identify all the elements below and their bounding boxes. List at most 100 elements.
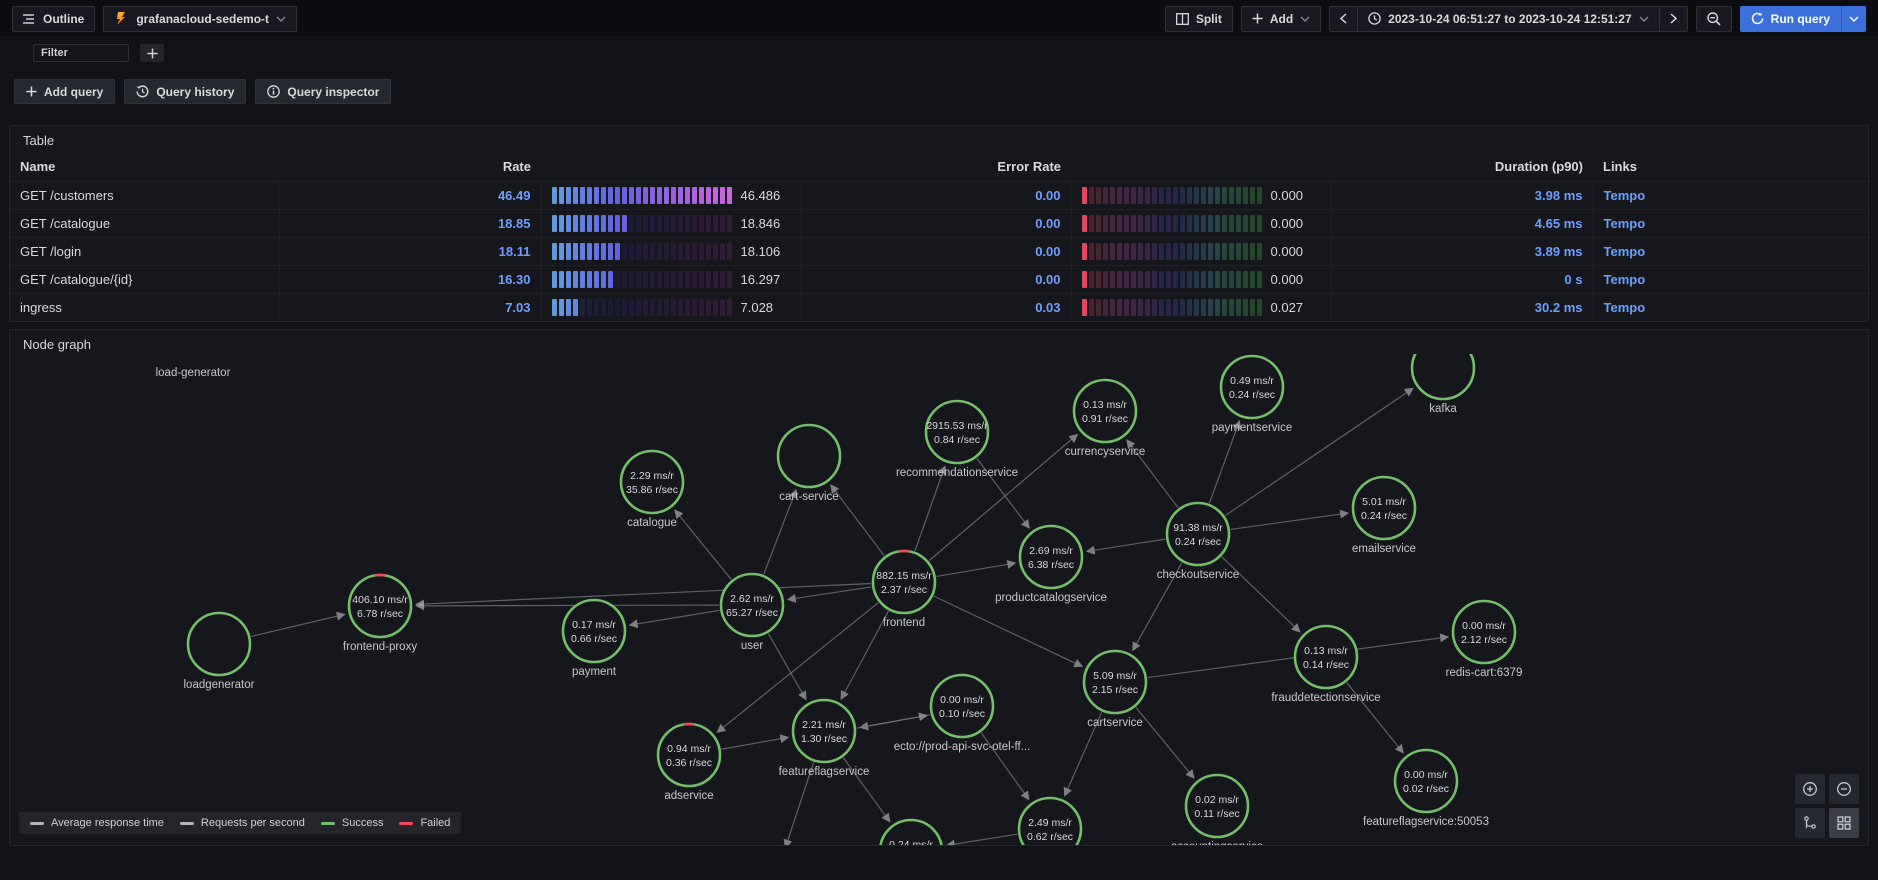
run-query-dropdown[interactable]	[1841, 5, 1866, 32]
graph-edge[interactable]	[936, 559, 1017, 578]
graph-edge[interactable]	[1230, 509, 1350, 531]
graph-edge[interactable]	[716, 602, 879, 733]
graph-edge[interactable]	[415, 582, 872, 609]
tempo-link[interactable]: Tempo	[1603, 187, 1646, 203]
graph-edge[interactable]	[856, 712, 928, 729]
graph-edge[interactable]	[1063, 711, 1103, 797]
add-filter-button[interactable]	[140, 44, 164, 62]
add-button[interactable]: Add	[1240, 5, 1322, 32]
graph-edge[interactable]	[415, 601, 720, 611]
graph-node-accountingservice[interactable]: 0.02 ms/r0.11 r/secaccountingservice	[1171, 773, 1263, 846]
graph-edge[interactable]	[980, 732, 1030, 801]
filter-input[interactable]: Filter	[33, 44, 129, 62]
graph-edge[interactable]	[1135, 707, 1195, 779]
graph-edge[interactable]	[628, 609, 720, 629]
query-inspector-button[interactable]: Query inspector	[255, 79, 392, 104]
duration-link[interactable]: 0 s	[1564, 271, 1583, 287]
graph-edge[interactable]	[830, 484, 885, 557]
error-rate-link[interactable]: 0.00	[1035, 215, 1061, 231]
graph-edge[interactable]	[250, 611, 346, 638]
rate-link[interactable]: 16.30	[497, 271, 531, 287]
error-rate-link[interactable]: 0.03	[1035, 299, 1061, 315]
error-rate-link[interactable]: 0.00	[1035, 243, 1061, 259]
datasource-picker[interactable]: grafanacloud-sedemo-t	[103, 5, 298, 32]
graph-edge[interactable]	[840, 610, 889, 700]
graph-grid-view-button[interactable]	[1829, 808, 1859, 838]
graph-edge[interactable]	[945, 833, 1018, 845]
graph-edge[interactable]	[1132, 562, 1183, 652]
tempo-link[interactable]: Tempo	[1603, 299, 1646, 315]
tempo-link[interactable]: Tempo	[1603, 215, 1646, 231]
add-query-button[interactable]: Add query	[14, 79, 116, 104]
tempo-link[interactable]: Tempo	[1603, 243, 1646, 259]
column-header-rate[interactable]: Rate	[502, 159, 531, 175]
time-back-button[interactable]	[1329, 5, 1359, 32]
error-rate-link[interactable]: 0.00	[1035, 187, 1061, 203]
graph-edge[interactable]	[767, 633, 807, 701]
graph-edge[interactable]	[1224, 387, 1414, 516]
graph-edge[interactable]	[674, 509, 732, 580]
graph-edge[interactable]	[721, 734, 790, 750]
graph-edge[interactable]	[763, 488, 798, 575]
column-header-duration[interactable]: Duration (p90)	[1494, 159, 1583, 175]
zoom-out-time-button[interactable]	[1695, 5, 1732, 32]
graph-node-n249[interactable]: 2.49 ms/r0.62 r/sec	[1017, 796, 1083, 846]
rate-link[interactable]: 7.03	[505, 299, 531, 315]
graph-node-ffs50053[interactable]: 0.00 ms/r0.02 r/secfeatureflagservice:50…	[1363, 748, 1489, 828]
graph-edge[interactable]	[1221, 556, 1301, 633]
query-history-button[interactable]: Query history	[124, 79, 247, 104]
graph-layout-button[interactable]	[1795, 808, 1825, 838]
graph-node-ecto[interactable]: 0.00 ms/r0.10 r/sececto://prod-api-svc-o…	[894, 673, 1031, 753]
graph-zoom-in-button[interactable]	[1795, 774, 1825, 804]
graph-edge[interactable]	[1346, 682, 1404, 754]
duration-link[interactable]: 30.2 ms	[1534, 299, 1583, 315]
graph-node-recommendationservice[interactable]: 2915.53 ms/r0.84 r/secrecommendationserv…	[896, 399, 1018, 479]
graph-edge[interactable]	[1126, 439, 1179, 509]
graph-node-cart-service[interactable]: cart-service	[776, 423, 842, 503]
graph-edge[interactable]	[1085, 538, 1166, 555]
rate-link[interactable]: 18.11	[498, 243, 531, 259]
column-header-name[interactable]: Name	[20, 159, 56, 175]
graph-edge[interactable]	[786, 586, 872, 603]
graph-zoom-out-button[interactable]	[1829, 774, 1859, 804]
rate-link[interactable]: 18.85	[497, 215, 531, 231]
graph-edge[interactable]	[783, 762, 815, 846]
run-query-button[interactable]: Run query	[1739, 5, 1866, 32]
duration-link[interactable]: 4.65 ms	[1534, 215, 1583, 231]
graph-edge[interactable]	[933, 595, 1084, 668]
graph-edge[interactable]	[914, 465, 947, 552]
error-rate-link[interactable]: 0.00	[1035, 271, 1061, 287]
outline-button[interactable]: Outline	[12, 5, 96, 32]
column-header-links[interactable]: Links	[1603, 159, 1637, 175]
rate-link[interactable]: 46.49	[497, 187, 531, 203]
graph-node-n024[interactable]: 0.24 ms/r	[879, 818, 943, 846]
graph-edge[interactable]	[842, 757, 891, 823]
duration-link[interactable]: 3.89 ms	[1534, 243, 1583, 259]
graph-edge[interactable]	[976, 458, 1030, 529]
time-forward-button[interactable]	[1659, 5, 1688, 32]
time-range-button[interactable]: 2023-10-24 06:51:27 to 2023-10-24 12:51:…	[1358, 5, 1660, 32]
graph-edge[interactable]	[928, 433, 1079, 562]
graph-node-loadgenerator[interactable]: loadgenerator	[184, 611, 255, 691]
tempo-link[interactable]: Tempo	[1603, 271, 1646, 287]
duration-link[interactable]: 3.98 ms	[1534, 187, 1583, 203]
graph-node-kafka[interactable]: kafka	[1410, 354, 1476, 415]
column-header-error-rate[interactable]: Error Rate	[997, 159, 1061, 175]
split-button[interactable]: Split	[1164, 5, 1233, 32]
graph-edge[interactable]	[1208, 420, 1241, 504]
